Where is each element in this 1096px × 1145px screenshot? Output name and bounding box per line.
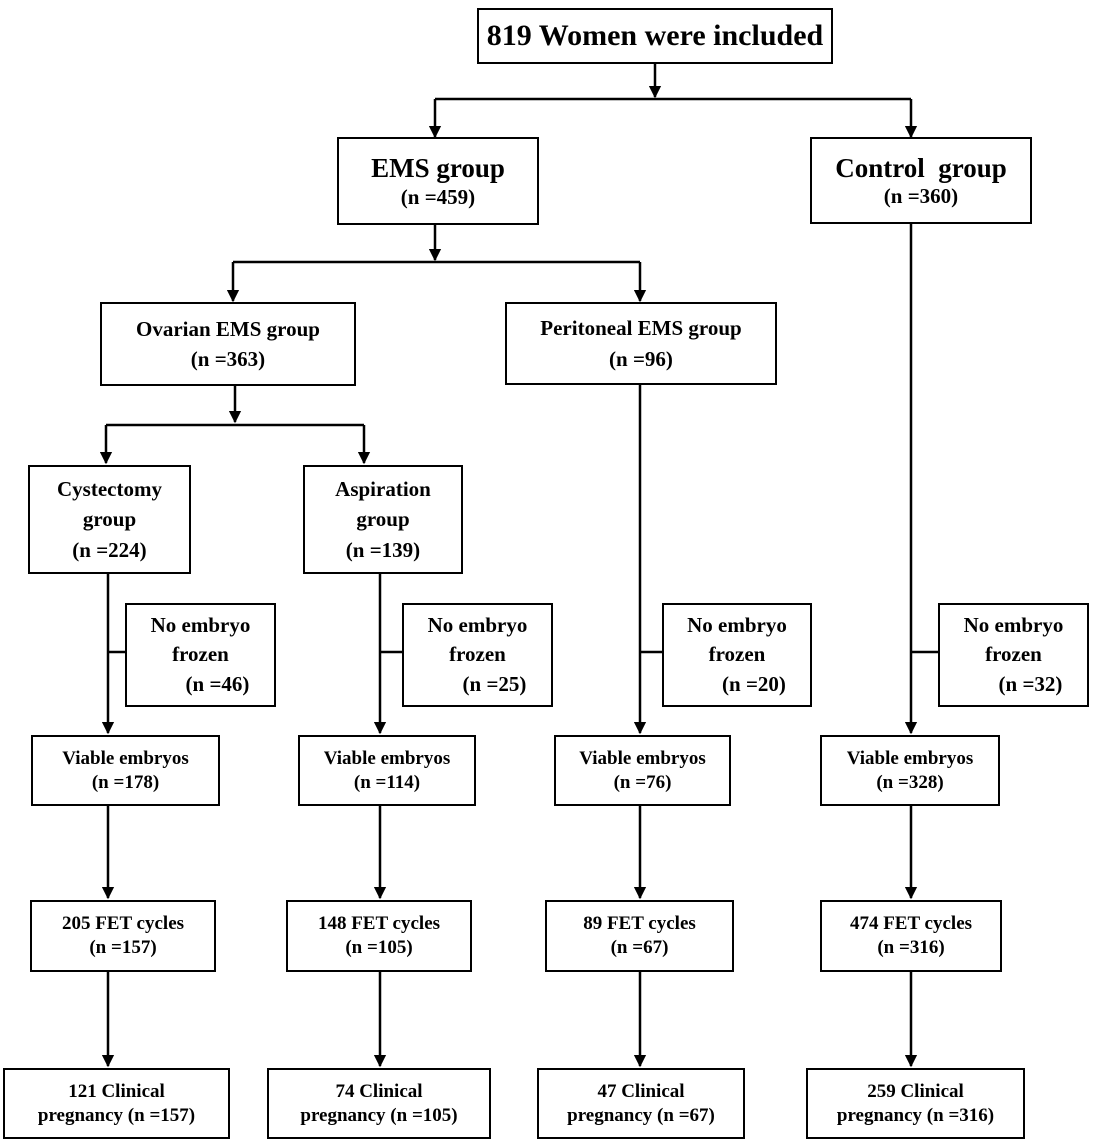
fet-n: (n =157) xyxy=(89,937,157,958)
box-viable-embryos-peritoneal: Viable embryos (n =76) xyxy=(554,735,731,806)
viable-title: Viable embryos xyxy=(846,747,974,769)
cystectomy-line1: Cystectomy xyxy=(57,476,162,501)
box-viable-embryos-aspiration: Viable embryos (n =114) xyxy=(298,735,476,806)
clinical-line1: 259 Clinical xyxy=(867,1080,964,1102)
box-no-embryo-aspiration: No embryo frozen (n =25) xyxy=(402,603,553,707)
box-peritoneal-ems-group: Peritoneal EMS group (n =96) xyxy=(505,302,777,385)
aspiration-n: (n =139) xyxy=(345,537,421,562)
box-cystectomy-group: Cystectomy group (n =224) xyxy=(28,465,191,574)
viable-n: (n =76) xyxy=(613,771,672,793)
no-embryo-line2: frozen xyxy=(449,642,506,667)
no-embryo-line2: frozen xyxy=(985,642,1042,667)
box-clinical-control: 259 Clinical pregnancy (n =316) xyxy=(806,1068,1025,1139)
box-clinical-cystectomy: 121 Clinical pregnancy (n =157) xyxy=(3,1068,230,1139)
box-ovarian-ems-group: Ovarian EMS group (n =363) xyxy=(100,302,356,386)
clinical-line2: pregnancy (n =105) xyxy=(300,1104,458,1126)
box-ems-group: EMS group (n =459) xyxy=(337,137,539,225)
control-group-n: (n =360) xyxy=(883,184,959,209)
box-viable-embryos-control: Viable embryos (n =328) xyxy=(820,735,1000,806)
no-embryo-n: (n =25) xyxy=(462,671,527,696)
viable-title: Viable embryos xyxy=(62,747,189,769)
aspiration-line1: Aspiration xyxy=(335,476,431,501)
peritoneal-ems-n: (n =96) xyxy=(609,346,673,371)
fet-title: 205 FET cycles xyxy=(61,913,185,935)
clinical-line1: 74 Clinical xyxy=(335,1080,423,1102)
ems-group-n: (n =459) xyxy=(400,184,476,209)
control-group-title: Control group xyxy=(835,152,1007,183)
no-embryo-n: (n =46) xyxy=(185,671,250,696)
box-women-included-label: 819 Women were included xyxy=(486,18,824,52)
cystectomy-line2: group xyxy=(82,507,137,532)
viable-n: (n =328) xyxy=(876,771,944,793)
box-women-included: 819 Women were included xyxy=(477,8,833,64)
peritoneal-ems-title: Peritoneal EMS group xyxy=(540,316,742,341)
box-viable-embryos-cystectomy: Viable embryos (n =178) xyxy=(31,735,220,806)
clinical-line2: pregnancy (n =67) xyxy=(567,1104,715,1126)
fet-title: 148 FET cycles xyxy=(317,913,441,935)
no-embryo-line1: No embryo xyxy=(963,612,1064,637)
box-no-embryo-cystectomy: No embryo frozen (n =46) xyxy=(125,603,276,707)
box-aspiration-group: Aspiration group (n =139) xyxy=(303,465,463,574)
clinical-line1: 121 Clinical xyxy=(68,1080,165,1102)
box-control-group: Control group (n =360) xyxy=(810,137,1032,224)
ovarian-ems-n: (n =363) xyxy=(190,347,266,371)
viable-n: (n =178) xyxy=(91,771,160,793)
no-embryo-line2: frozen xyxy=(708,642,766,667)
viable-title: Viable embryos xyxy=(579,747,706,769)
no-embryo-line1: No embryo xyxy=(150,612,251,637)
no-embryo-n: (n =32) xyxy=(998,671,1063,696)
box-clinical-peritoneal: 47 Clinical pregnancy (n =67) xyxy=(537,1068,745,1139)
no-embryo-n: (n =20) xyxy=(722,671,786,696)
aspiration-line2: group xyxy=(356,507,410,532)
fet-n: (n =316) xyxy=(877,937,945,958)
no-embryo-line1: No embryo xyxy=(427,612,528,637)
fet-title: 474 FET cycles xyxy=(849,913,973,935)
box-no-embryo-peritoneal: No embryo frozen (n =20) xyxy=(662,603,812,707)
cystectomy-n: (n =224) xyxy=(72,537,147,562)
clinical-line1: 47 Clinical xyxy=(597,1080,685,1102)
box-fet-control: 474 FET cycles (n =316) xyxy=(820,900,1002,972)
clinical-line2: pregnancy (n =157) xyxy=(37,1104,196,1126)
box-fet-aspiration: 148 FET cycles (n =105) xyxy=(286,900,472,972)
no-embryo-line1: No embryo xyxy=(687,612,787,637)
no-embryo-line2: frozen xyxy=(172,642,229,667)
box-fet-peritoneal: 89 FET cycles (n =67) xyxy=(545,900,734,972)
box-no-embryo-control: No embryo frozen (n =32) xyxy=(938,603,1089,707)
clinical-line2: pregnancy (n =316) xyxy=(836,1104,995,1126)
fet-title: 89 FET cycles xyxy=(583,913,696,935)
viable-n: (n =114) xyxy=(353,771,421,793)
ovarian-ems-title: Ovarian EMS group xyxy=(136,316,320,341)
fet-n: (n =67) xyxy=(610,937,669,958)
box-fet-cystectomy: 205 FET cycles (n =157) xyxy=(30,900,216,972)
box-clinical-aspiration: 74 Clinical pregnancy (n =105) xyxy=(267,1068,491,1139)
fet-n: (n =105) xyxy=(345,937,413,958)
ems-group-title: EMS group xyxy=(371,153,505,184)
viable-title: Viable embryos xyxy=(323,747,451,769)
